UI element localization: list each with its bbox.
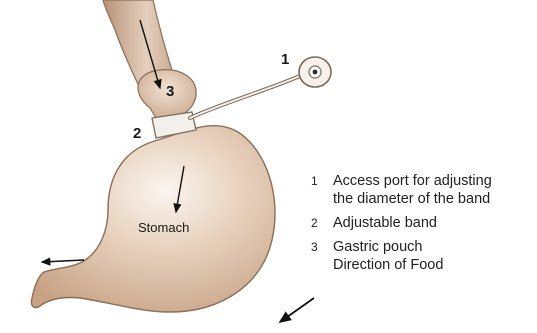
callout-band-number: 2 [133,125,141,142]
legend-item-adjustable-band: 2 Adjustable band [311,214,535,232]
legend: 1 Access port for adjusting the diameter… [311,172,535,280]
legend-line: Gastric pouch [333,238,443,256]
legend-number: 1 [311,172,333,190]
legend-text: Adjustable band [333,214,437,232]
legend-line: Direction of Food [333,256,443,274]
callout-pouch-number: 3 [166,83,174,100]
legend-line: Access port for adjusting [333,172,492,190]
legend-number: 3 [311,238,333,256]
access-port [299,57,331,87]
legend-item-gastric-pouch: 3 Gastric pouch Direction of Food [311,238,535,274]
stomach-label: Stomach [138,220,189,235]
legend-number: 2 [311,214,333,232]
legend-line: Adjustable band [333,214,437,232]
arrow-outlet [42,260,84,262]
legend-line: the diameter of the band [333,190,492,208]
arrow-direction-of-food [280,298,314,322]
stomach [31,126,275,312]
legend-text: Access port for adjusting the diameter o… [333,172,492,208]
legend-text: Gastric pouch Direction of Food [333,238,443,274]
legend-item-access-port: 1 Access port for adjusting the diameter… [311,172,535,208]
callout-port-number: 1 [281,51,289,68]
